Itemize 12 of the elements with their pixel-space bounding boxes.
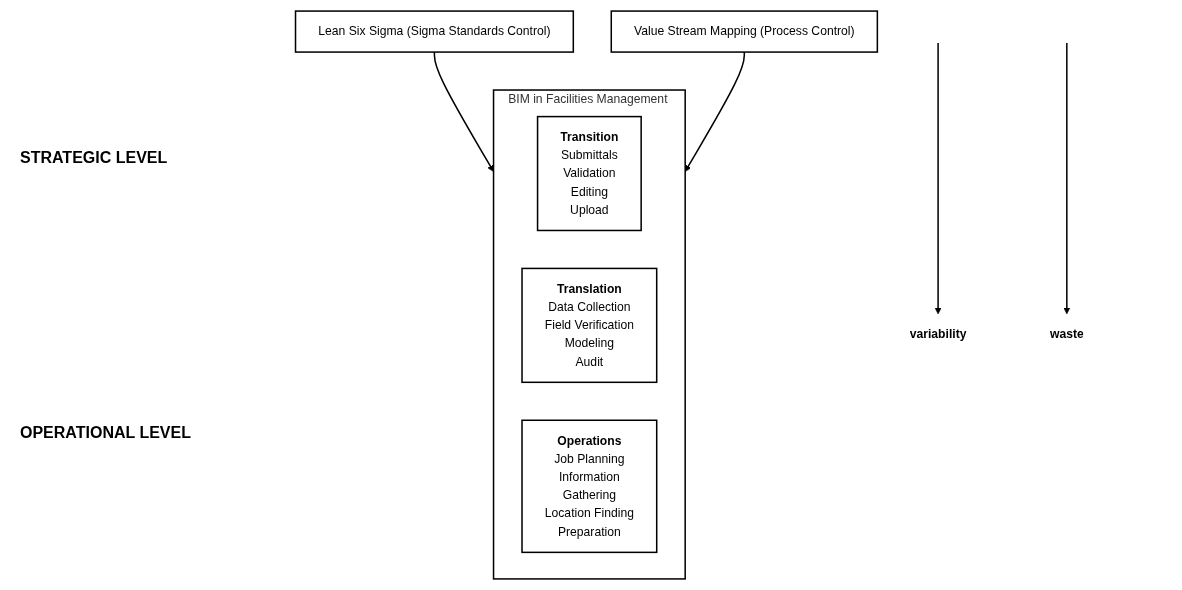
arrow: [1063, 42, 1071, 315]
node-box: Value Stream Mapping (Process Control): [610, 10, 879, 53]
arrow: [433, 51, 494, 172]
node-box: Translation Data Collection Field Verification Modeling Audit: [521, 267, 658, 384]
node-text: waste: [1049, 327, 1084, 341]
level-label: STRATEGIC LEVEL: [20, 148, 169, 167]
node-text: variability: [909, 327, 967, 341]
arrow: [934, 42, 942, 315]
node-box: Lean Six Sigma (Sigma Standards Control): [294, 10, 575, 53]
node-box: Transition Submittals Validation Editing Upload: [536, 115, 642, 232]
node-box: Operations Job Planning Information Gathering Location Finding Preparation: [521, 419, 658, 554]
level-label: OPERATIONAL LEVEL: [20, 423, 192, 442]
